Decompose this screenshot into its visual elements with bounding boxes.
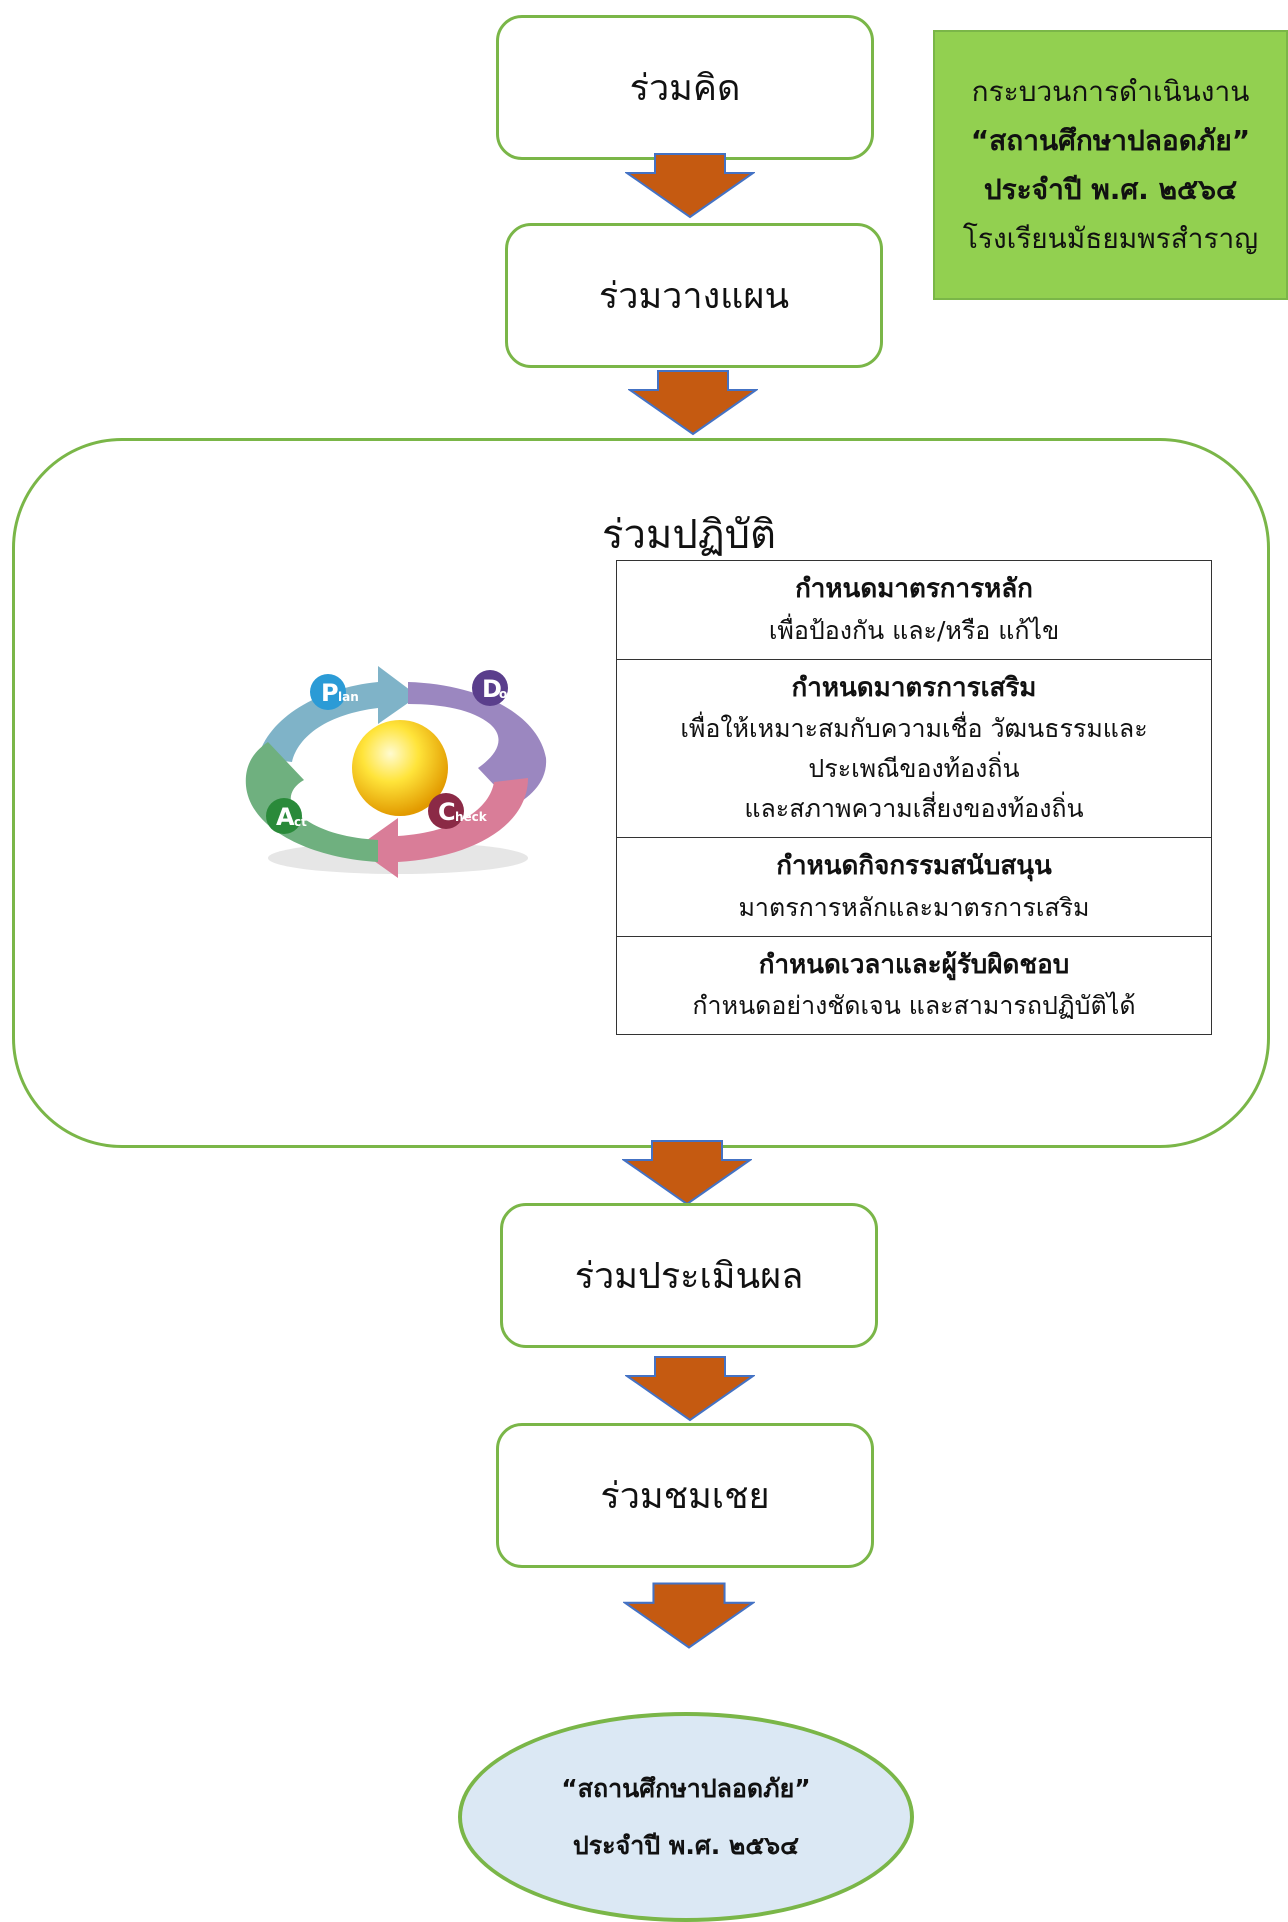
goal-line1: “สถานศึกษาปลอดภัย”	[561, 1773, 811, 1803]
practice-title: ร่วมปฏิบัติ	[602, 512, 776, 558]
pdca-act-rest: ct	[294, 815, 307, 829]
step-think: ร่วมคิด	[496, 15, 874, 160]
measure-row: กำหนดมาตรการหลัก เพื่อป้องกัน และ/หรือ แ…	[617, 561, 1211, 660]
flow-arrow-4	[625, 1356, 755, 1422]
pdca-check-segment	[356, 778, 528, 878]
measure-line: มาตรการหลักและมาตรการเสริม	[738, 892, 1090, 922]
measure-heading: กำหนดกิจกรรมสนับสนุน	[776, 851, 1052, 882]
step-evaluate-label: ร่วมประเมินผล	[574, 1256, 804, 1297]
measure-line: กำหนดอย่างชัดเจน และสามารถปฏิบัติได้	[692, 991, 1136, 1021]
title-card-line1: กระบวนการดำเนินงาน	[971, 75, 1250, 108]
pdca-do-letter: D	[482, 675, 502, 703]
measure-line: ประเพณีของท้องถิ่น	[808, 754, 1020, 784]
pdca-cycle-graphic: P lan D o C heck A ct	[245, 666, 547, 878]
pdca-plan-rest: lan	[338, 690, 359, 704]
flow-arrow-1	[625, 153, 755, 219]
measure-heading: กำหนดเวลาและผู้รับผิดชอบ	[758, 949, 1070, 980]
measure-row: กำหนดกิจกรรมสนับสนุน มาตรการหลักและมาตรก…	[617, 838, 1211, 937]
step-think-label: ร่วมคิด	[629, 68, 741, 109]
flow-arrow-5	[623, 1582, 755, 1649]
goal-ellipse: “สถานศึกษาปลอดภัย” ประจำปี พ.ศ. ๒๕๖๔	[458, 1712, 914, 1922]
practice-panel	[12, 438, 1270, 1148]
step-praise: ร่วมชมเชย	[496, 1423, 874, 1568]
measure-heading: กำหนดมาตรการหลัก	[795, 574, 1033, 604]
flow-arrow-3	[622, 1140, 752, 1206]
step-plan-label: ร่วมวางแผน	[598, 276, 790, 317]
measures-table: กำหนดมาตรการหลัก เพื่อป้องกัน และ/หรือ แ…	[616, 560, 1212, 1036]
pdca-do-rest: o	[499, 687, 507, 701]
goal-line2: ประจำปี พ.ศ. ๒๕๖๔	[572, 1831, 800, 1860]
measure-line: และสภาพความเสี่ยงของท้องถิ่น	[744, 794, 1084, 824]
pdca-act-badge	[266, 798, 302, 834]
step-plan: ร่วมวางแผน	[505, 223, 883, 368]
step-praise-label: ร่วมชมเชย	[600, 1476, 770, 1517]
pdca-do-badge	[472, 670, 508, 706]
pdca-check-rest: heck	[455, 810, 488, 824]
pdca-check-letter: C	[438, 798, 456, 826]
measure-heading: กำหนดมาตรการเสริม	[791, 672, 1037, 703]
flow-arrow-2	[628, 370, 758, 436]
pdca-act-letter: A	[276, 803, 295, 831]
title-card-line2: “สถานศึกษาปลอดภัย”	[970, 124, 1251, 157]
measure-row: กำหนดเวลาและผู้รับผิดชอบ กำหนดอย่างชัดเจ…	[617, 937, 1211, 1035]
pdca-sun-sphere	[352, 720, 448, 816]
title-card-line3: ประจำปี พ.ศ. ๒๕๖๔	[983, 173, 1238, 206]
pdca-do-segment	[408, 682, 547, 806]
title-card: กระบวนการดำเนินงาน “สถานศึกษาปลอดภัย” ปร…	[933, 30, 1288, 300]
pdca-plan-segment	[258, 666, 418, 762]
pdca-plan-badge	[310, 674, 346, 710]
pdca-check-badge	[428, 793, 464, 829]
measure-line: เพื่อให้เหมาะสมกับความเชื่อ วัฒนธรรมและ	[680, 714, 1148, 744]
measure-line: เพื่อป้องกัน และ/หรือ แก้ไข	[768, 615, 1060, 645]
step-evaluate: ร่วมประเมินผล	[500, 1203, 878, 1348]
measure-row: กำหนดมาตรการเสริม เพื่อให้เหมาะสมกับความ…	[617, 660, 1211, 839]
title-card-line4: โรงเรียนมัธยมพรสำราญ	[962, 222, 1259, 255]
pdca-plan-letter: P	[321, 679, 339, 707]
